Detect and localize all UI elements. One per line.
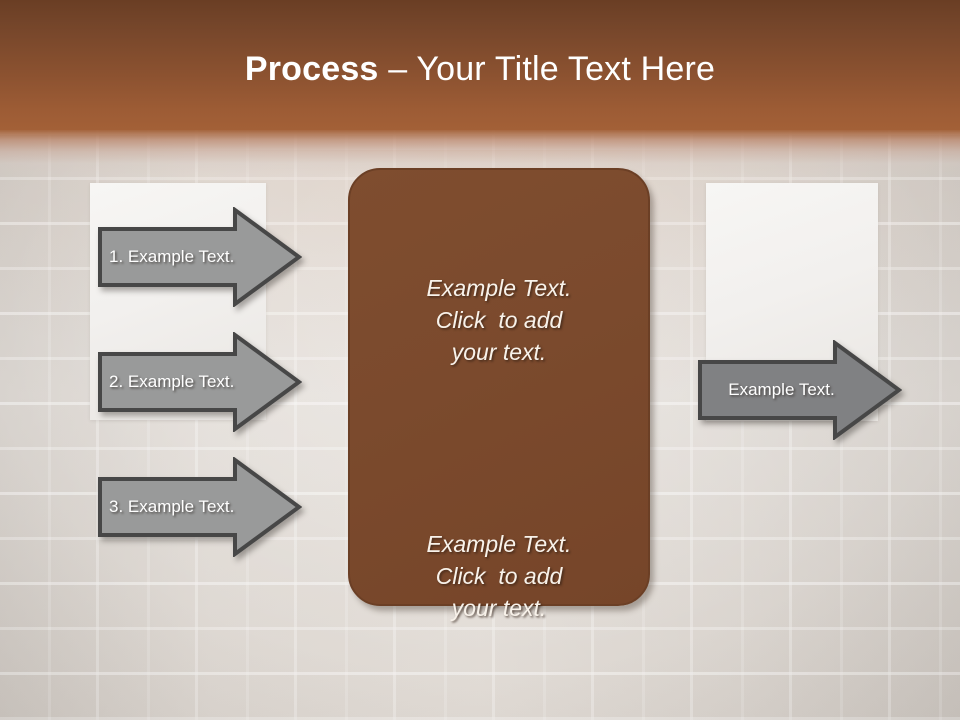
right-arrow-icon bbox=[98, 207, 302, 307]
right-arrow-icon bbox=[98, 457, 302, 557]
center-paragraph-gap-1 bbox=[378, 432, 620, 464]
left-arrow-3[interactable]: 3. Example Text. bbox=[97, 457, 302, 557]
center-paragraph-1: Example Text. Click to add your text. bbox=[426, 275, 572, 365]
left-arrow-1[interactable]: 1. Example Text. bbox=[97, 207, 302, 307]
center-paragraph-gap-2 bbox=[378, 688, 620, 720]
right-arrow-icon bbox=[698, 340, 902, 440]
header-fade bbox=[0, 130, 960, 175]
page-title: Process – Your Title Text Here bbox=[0, 48, 960, 90]
center-content-box[interactable]: Example Text. Click to add your text. Ex… bbox=[348, 168, 650, 621]
page-title-strong: Process bbox=[244, 50, 379, 88]
center-text-block: Example Text. Click to add your text. Ex… bbox=[378, 208, 620, 720]
header-band bbox=[0, 0, 960, 130]
left-arrow-2[interactable]: 2. Example Text. bbox=[97, 332, 302, 432]
right-arrow-1[interactable]: Example Text. bbox=[697, 340, 902, 440]
right-arrow-icon bbox=[98, 332, 302, 432]
page-title-light: – Your Title Text Here bbox=[378, 50, 716, 88]
center-paragraph-2: Example Text. Click to add your text. bbox=[426, 531, 572, 621]
